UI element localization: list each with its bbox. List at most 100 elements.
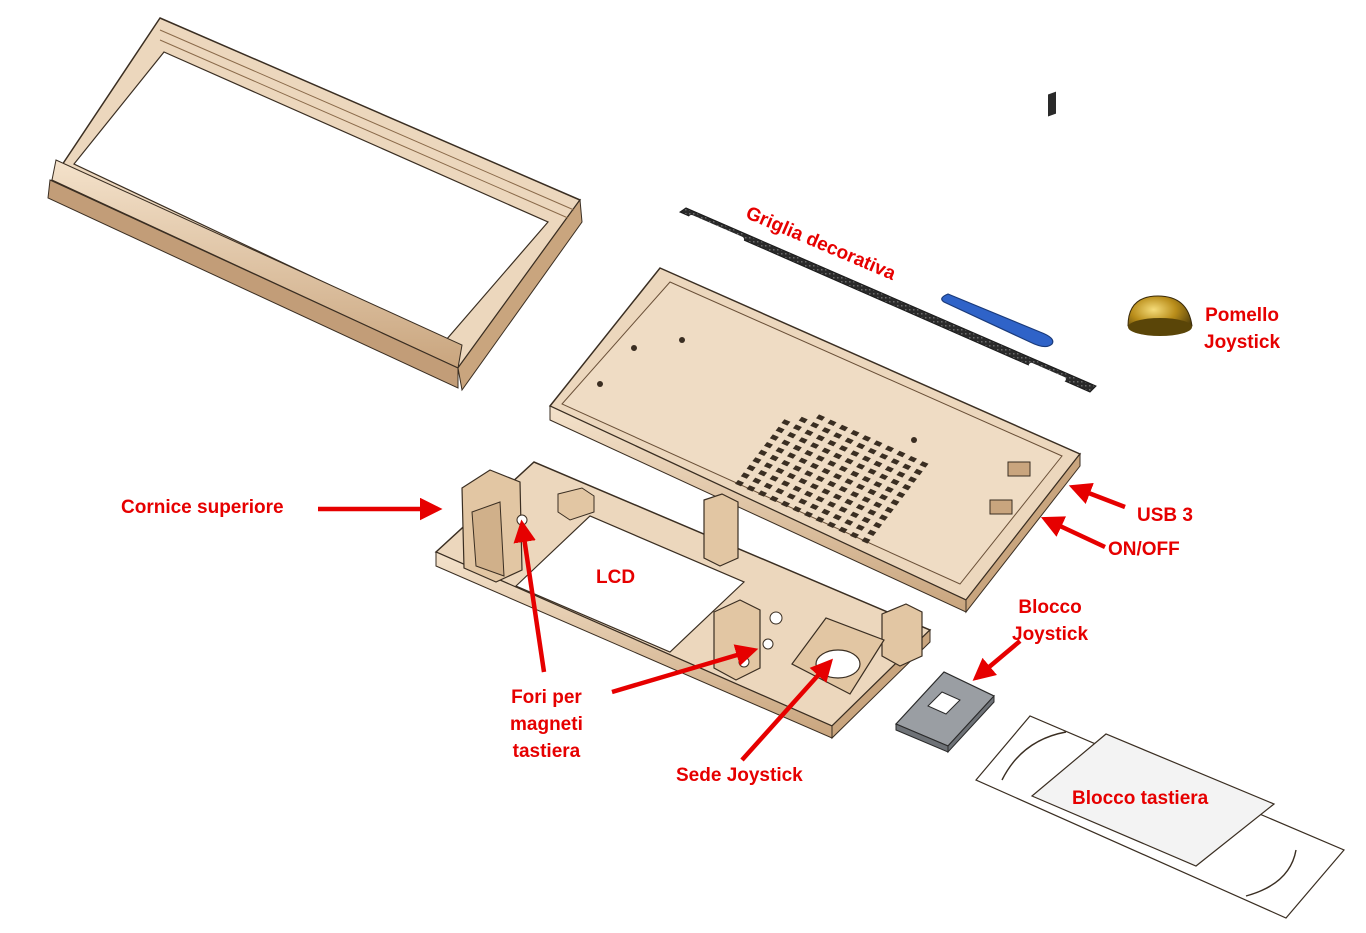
speaker-hole [809,483,819,490]
speaker-hole [821,508,831,516]
decorative-grille-part [678,207,1097,393]
speaker-hole [832,514,842,521]
speaker-hole [833,452,843,460]
speaker-hole [827,440,837,447]
speaker-hole [746,464,756,472]
speaker-hole [804,511,813,518]
speaker-hole [861,476,871,483]
label-pomello-line2: Joystick [1204,332,1281,353]
speaker-hole [867,529,877,536]
speaker-hole [798,437,808,444]
speaker-hole [809,503,819,510]
speaker-hole [844,458,854,465]
speaker-hole [890,478,900,486]
label-blocco-joystick: Blocco Joystick [1012,594,1088,648]
label-fori-magneti: Fori per magneti tastiera [510,684,583,765]
speaker-hole [763,482,773,490]
speaker-hole [861,496,871,503]
joystick-knob-part [1127,295,1193,336]
speaker-hole [769,434,779,441]
speaker-hole [827,480,837,488]
speaker-hole [850,511,860,518]
speaker-hole [821,427,831,434]
speaker-hole [878,514,888,521]
label-fori-line3: tastiera [512,741,581,762]
speaker-hole [873,481,883,488]
speaker-hole [798,416,808,424]
speaker-hole [821,468,831,475]
speaker-hole [815,496,825,503]
speaker-hole [786,472,796,480]
speaker-hole [902,463,912,470]
label-lcd: LCD [596,567,636,588]
speaker-hole [798,457,808,464]
speaker-hole [775,447,785,454]
speaker-hole [844,498,854,506]
speaker-hole [815,475,825,482]
speaker-hole [781,439,791,446]
speaker-hole [832,493,842,500]
speaker-hole [850,532,859,539]
speaker-hole [804,450,814,457]
speaker-hole [769,454,779,462]
speaker-hole [833,473,842,480]
label-blocco-tastiera: Blocco tastiera [1072,788,1209,809]
callout-arrows [318,482,1126,762]
speaker-hole [913,468,923,476]
speaker-hole [873,460,883,468]
speaker-hole [855,524,865,531]
speaker-hole [856,483,865,490]
speaker-hole [769,475,779,482]
bottom-case-part [548,91,1082,614]
speaker-hole [792,424,802,431]
speaker-hole [821,488,831,495]
speaker-hole [867,488,877,496]
speaker-hole [787,432,797,439]
speaker-hole [838,526,848,534]
speaker-hole [890,458,900,465]
speaker-hole [815,516,825,523]
speaker-hole [867,509,877,516]
speaker-hole [827,460,837,467]
speaker-hole [907,476,917,483]
speaker-hole [735,480,744,487]
speaker-hole [810,422,820,429]
blue-slider-part [941,293,1054,348]
arrow-blocco-joystick [972,639,1022,681]
speaker-hole [798,498,808,505]
speaker-hole [838,486,848,493]
speaker-hole [896,491,906,498]
label-blocco-joystick-line1: Blocco [1018,597,1082,618]
label-blocco-joystick-line2: Joystick [1012,624,1089,645]
speaker-hole [827,521,836,528]
speaker-hole [804,429,814,436]
speaker-hole [833,432,843,439]
speaker-hole [896,450,906,458]
speaker-hole [850,470,860,478]
speaker-hole [838,506,848,513]
speaker-hole [873,501,883,508]
speaker-hole [787,452,796,459]
speaker-hole [861,537,871,544]
label-pomello-line1: Pomello [1205,305,1279,326]
speaker-hole [867,468,877,475]
speaker-hole [908,456,917,463]
speaker-hole [816,414,825,421]
arrow-onoff [1040,516,1106,550]
speaker-hole [838,465,848,472]
speaker-hole [775,488,785,495]
speaker-hole [884,506,894,514]
speaker-hole [844,519,854,526]
speaker-hole [861,516,871,524]
speaker-hole [764,442,773,449]
speaker-hole [758,449,768,456]
speaker-hole [855,504,865,511]
speaker-hole [798,478,808,485]
speaker-hole [884,486,894,493]
speaker-hole [873,522,883,529]
speaker-hole [890,499,900,506]
speaker-hole [786,493,796,500]
speaker-hole [896,471,906,478]
speaker-hole [758,490,767,497]
speaker-hole [844,478,854,485]
